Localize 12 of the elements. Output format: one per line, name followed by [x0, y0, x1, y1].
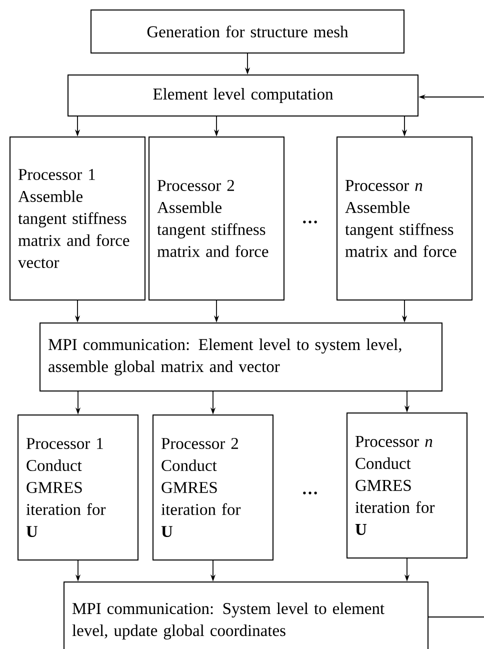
process-box: Element level computation: [68, 74, 418, 116]
step-box: Processor 1 Assemble tangent stiffness matrix and force vector: [10, 136, 146, 300]
step-box: Processor 2 Conduct GMRES iteration for U: [152, 414, 274, 560]
ellipsis: …: [303, 220, 317, 224]
step-box: MPI communication: System level to element level, update global coordinates: [64, 582, 428, 649]
step-box: Processor n Conduct GMRES iteration for U: [346, 412, 468, 558]
step-box: Processor n Assemble tangent stiffness matrix and force: [336, 136, 472, 300]
process-box: Generation for structure mesh: [90, 10, 404, 54]
step-box: MPI communication: Element level to system level, assemble global matrix and vector: [40, 322, 442, 392]
step-box: Processor 1 Conduct GMRES iteration for U: [18, 414, 138, 560]
ellipsis: …: [303, 492, 317, 494]
step-box: Processor 2 Assemble tangent stiffness matrix and force: [148, 136, 284, 300]
